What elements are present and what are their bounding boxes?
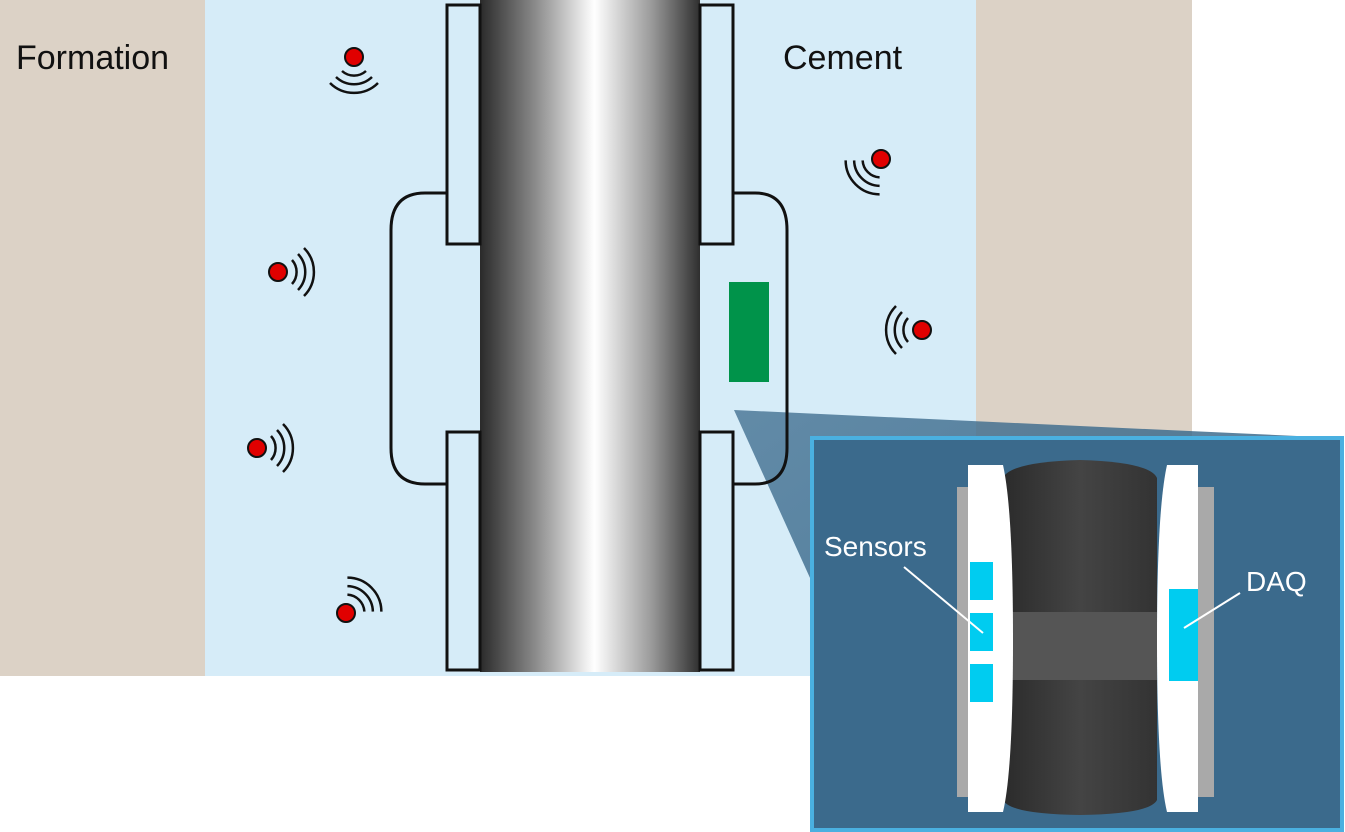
collar-bottom-right [698,430,735,672]
formation-left [0,0,205,676]
inset-sensor [970,562,993,600]
inset-daq [1169,589,1198,681]
inset-pipe-band [1003,612,1157,680]
daq-label: DAQ [1246,566,1307,597]
cement-label: Cement [783,39,903,77]
centralizer-right [733,191,789,486]
inset-detail: Sensors DAQ [810,436,1344,832]
inset-guide-left [957,487,971,797]
daq-leader-line [1183,592,1241,629]
formation-right [976,0,1192,436]
inset-sensor [970,664,993,702]
collar-bottom-left [445,430,482,672]
centralizer-left [389,191,447,486]
collar-top-right [698,3,735,246]
inset-guide-right [1198,487,1214,797]
daq-module [729,282,769,382]
formation-label: Formation [16,39,169,77]
collar-top-left [445,3,482,246]
casing-pipe [480,0,700,672]
sensors-leader-line [903,566,984,634]
sensors-label: Sensors [824,531,927,562]
